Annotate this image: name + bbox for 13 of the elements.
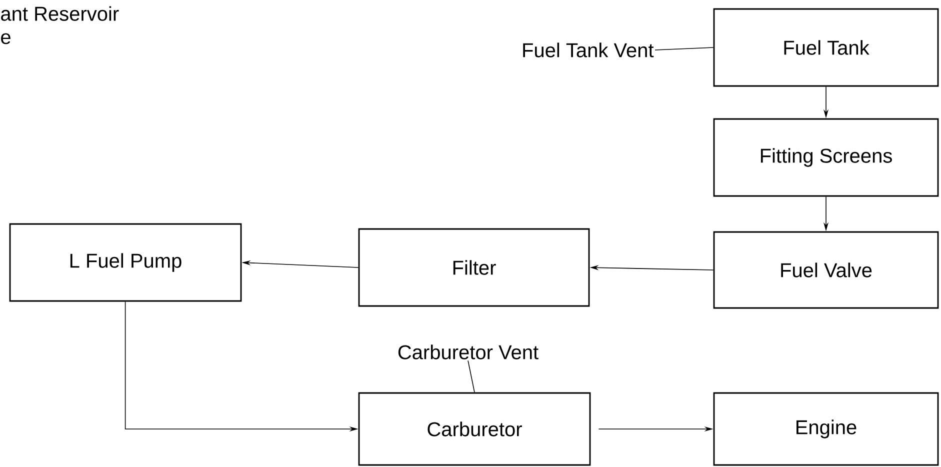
connector-line [654,47,714,50]
connector-line [468,360,475,393]
vent-label: Fuel Tank Vent [523,42,654,58]
vent-label: Carburetor Vent [398,344,538,360]
process-box: Filter [358,228,590,307]
process-box: Engine [713,392,939,466]
process-box: Fitting Screens [713,118,939,197]
process-box: Fuel Valve [713,231,939,309]
process-box: L Fuel Pump [9,223,242,302]
caption-text: ant Reservoir [1,6,119,21]
process-box: Fuel Tank [713,8,939,87]
process-box: Carburetor [358,392,591,466]
caption-text: e [1,33,10,44]
